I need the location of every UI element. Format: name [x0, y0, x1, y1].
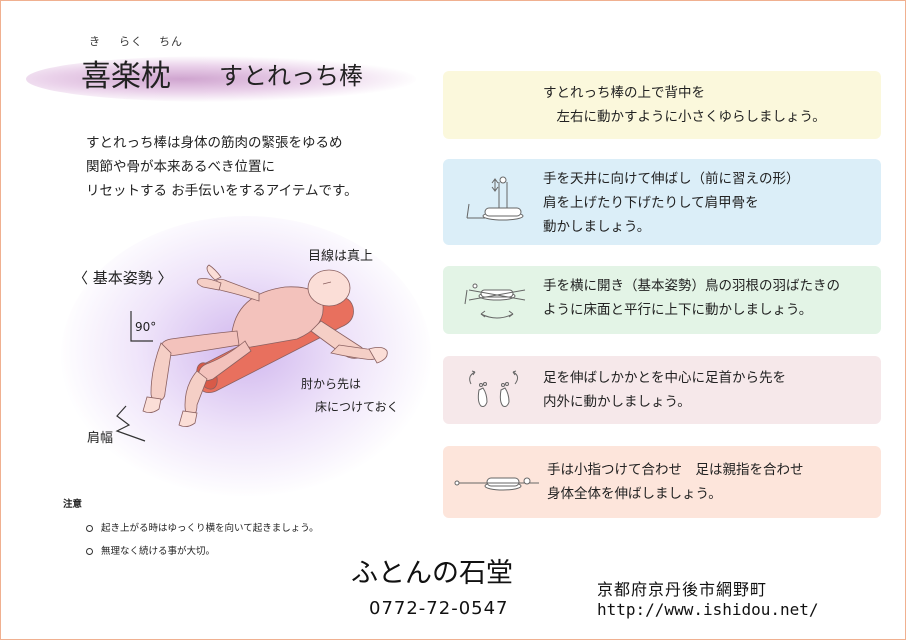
exercise-card-1: すとれっち棒の上で背中を 左右に動かすように小さくゆらしましょう。: [443, 71, 881, 139]
address: 京都府京丹後市網野町: [597, 580, 768, 599]
shoulder-width-icon: [115, 405, 146, 442]
feet-rotate-icon: [469, 370, 519, 407]
note-item: 無理なく続ける事が大切。: [86, 543, 215, 557]
intro-line: リセットする お手伝いをするアイテムです。: [86, 183, 358, 199]
card-text: 足を伸ばしかかとを中心に足首から先を 内外に動かしましょう。: [543, 370, 786, 410]
exercise-card-5: 手は小指つけて合わせ 足は親指を合わせ 身体全体を伸ばしましょう。: [443, 446, 881, 518]
posture-label: 〈 基本姿勢 〉: [73, 269, 173, 287]
exercise-card-4: 足を伸ばしかかとを中心に足首から先を 内外に動かしましょう。: [443, 356, 881, 424]
gaze-label: 目線は真上: [308, 249, 374, 264]
notes-heading: 注意: [63, 499, 83, 510]
intro-text: すとれっち棒は身体の筋肉の緊張をゆるめ 関節や骨が本来あるべき位置に リセットす…: [86, 131, 358, 203]
card-text: 手を横に開き（基本姿勢）鳥の羽根の羽ばたきの ように床面と平行に上下に動かしまし…: [543, 278, 840, 318]
phone-number: 0772-72-0547: [369, 598, 509, 619]
angle-marker-icon: [130, 311, 153, 342]
bullet-icon: [86, 525, 93, 532]
angle-label: 90°: [135, 320, 157, 334]
intro-line: 関節や骨が本来あるべき位置に: [86, 159, 275, 175]
arms-flap-icon: [464, 283, 526, 319]
card-text: 手は小指つけて合わせ 足は親指を合わせ 身体全体を伸ばしましょう。: [547, 462, 804, 502]
card-text: 手を天井に向けて伸ばし（前に習えの形） 肩を上げたり下げたりして肩甲骨を 動かし…: [543, 171, 800, 235]
title-ruby-chin: ちん: [159, 35, 183, 48]
exercise-card-2: 手を天井に向けて伸ばし（前に習えの形） 肩を上げたり下げたりして肩甲骨を 動かし…: [443, 159, 881, 245]
page-title: 喜楽枕: [81, 59, 171, 94]
elbow-label-line2: 床につけておく: [315, 400, 399, 414]
full-stretch-icon: [454, 477, 539, 491]
title-ruby-ki: き: [89, 35, 101, 48]
title-background: [26, 56, 416, 102]
elbow-label-line1: 肘から先は: [301, 377, 362, 391]
exercise-card-3: 手を横に開き（基本姿勢）鳥の羽根の羽ばたきの ように床面と平行に上下に動かしまし…: [443, 266, 881, 334]
page-subtitle: すとれっち棒: [219, 62, 363, 90]
website-url[interactable]: http://www.ishidou.net/: [597, 600, 819, 619]
note-item: 起き上がる時はゆっくり横を向いて起きましょう。: [86, 520, 319, 534]
shop-name: ふとんの石堂: [351, 558, 513, 589]
arms-up-down-icon: [466, 176, 524, 221]
title-ruby-raku: らく: [119, 35, 143, 48]
card-text: すとれっち棒の上で背中を 左右に動かすように小さくゆらしましょう。: [543, 85, 826, 125]
intro-line: すとれっち棒は身体の筋肉の緊張をゆるめ: [86, 135, 343, 151]
shoulder-label: 肩幅: [87, 431, 114, 446]
bullet-icon: [86, 548, 93, 555]
